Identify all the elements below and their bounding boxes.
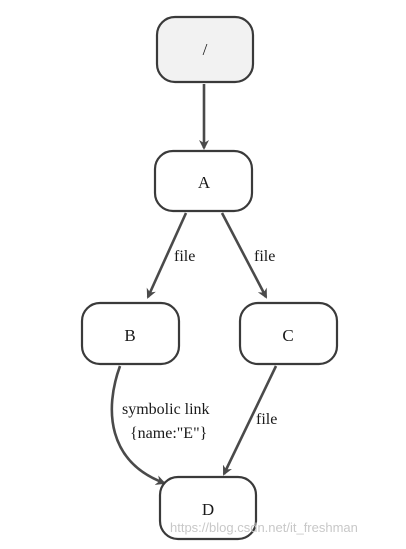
edge-label-a-to-c: file xyxy=(254,248,275,265)
edge-c-to-d xyxy=(222,365,278,476)
edge-b-to-d xyxy=(110,365,166,485)
edge-label-a-to-b: file xyxy=(174,248,195,265)
edge-a-to-b xyxy=(146,212,188,299)
node-d-label: D xyxy=(202,500,214,519)
watermark-text: https://blog.csdn.net/it_freshman xyxy=(170,520,358,535)
node-c-label: C xyxy=(282,326,293,345)
edge-label-b-to-d-line1: symbolic link xyxy=(122,401,210,418)
edge-a-to-c xyxy=(220,212,268,299)
node-b: B xyxy=(80,301,181,366)
edge-label-b-to-d-line2: {name:"E"} xyxy=(130,425,207,442)
node-root-label: / xyxy=(203,40,208,59)
node-b-label: B xyxy=(124,326,135,345)
edge-label-c-to-d: file xyxy=(256,411,277,428)
node-a: A xyxy=(153,149,254,213)
node-a-label: A xyxy=(198,173,211,192)
node-d: D xyxy=(158,475,258,541)
node-c: C xyxy=(238,301,339,366)
node-root: / xyxy=(155,15,255,84)
